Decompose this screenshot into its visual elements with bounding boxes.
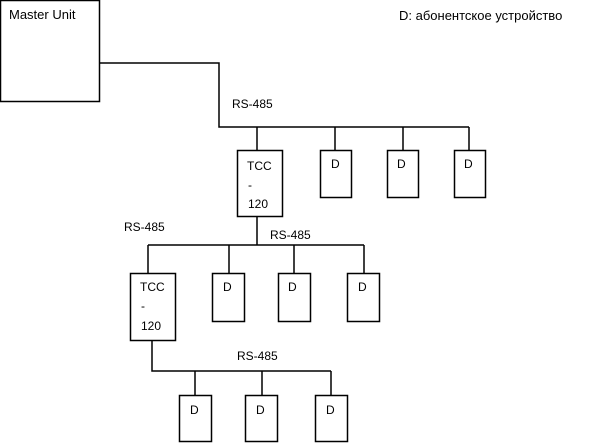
device-label: D (223, 280, 232, 294)
device-box (244, 394, 279, 443)
device-box (319, 149, 353, 199)
tcc-120-box-2 (129, 272, 177, 342)
device-box (314, 394, 349, 443)
device-box (277, 272, 312, 323)
device-label: D (256, 403, 265, 417)
master-unit-label: Master Unit (9, 7, 76, 22)
master-link-wire (100, 62, 469, 128)
device-box (386, 149, 420, 199)
tcc-label-line2: - (141, 299, 145, 313)
tcc-label-line2: - (248, 178, 252, 192)
device-label: D (358, 280, 367, 294)
device-label: D (331, 157, 340, 171)
device-box (211, 272, 246, 323)
device-box (346, 272, 381, 323)
tcc-label-line3: 120 (141, 319, 161, 333)
device-label: D (190, 403, 199, 417)
bus-label-1: RS-485 (232, 97, 273, 111)
tcc-label-line1: TCC (140, 280, 165, 294)
bus-label-3: RS-485 (270, 228, 311, 242)
bus-label-4: RS-485 (237, 349, 278, 363)
device-box (453, 149, 487, 199)
legend-text: D: абонентское устройство (399, 8, 562, 23)
tcc-label-line3: 120 (248, 197, 268, 211)
master-unit-box (0, 0, 101, 103)
bus-label-2: RS-485 (124, 220, 165, 234)
bus-wire-3 (151, 341, 331, 372)
device-label: D (397, 157, 406, 171)
tcc-120-box-1 (236, 149, 284, 218)
device-box (178, 394, 213, 443)
device-label: D (288, 280, 297, 294)
device-label: D (326, 403, 335, 417)
device-label: D (464, 157, 473, 171)
tcc-label-line1: TCC (247, 159, 272, 173)
